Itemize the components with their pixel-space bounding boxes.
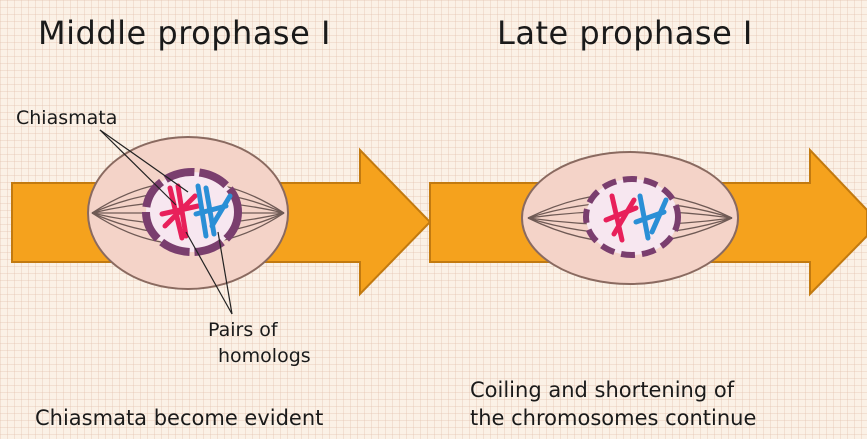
label-chiasmata: Chiasmata bbox=[16, 106, 117, 131]
caption-late-prophase-line2: the chromosomes continue bbox=[470, 404, 756, 432]
cell-middle-prophase bbox=[88, 130, 288, 314]
caption-late-prophase-line1: Coiling and shortening of bbox=[470, 376, 734, 404]
stage-title-middle-prophase: Middle prophase I bbox=[38, 14, 331, 52]
cell-late-prophase bbox=[522, 152, 738, 284]
label-homologs: homologs bbox=[218, 344, 311, 369]
label-pairs-of: Pairs of bbox=[208, 318, 278, 343]
stage-title-late-prophase: Late prophase I bbox=[497, 14, 753, 52]
nucleus-envelope bbox=[146, 172, 238, 252]
caption-middle-prophase: Chiasmata become evident bbox=[35, 404, 323, 432]
nucleus-envelope bbox=[586, 179, 678, 255]
